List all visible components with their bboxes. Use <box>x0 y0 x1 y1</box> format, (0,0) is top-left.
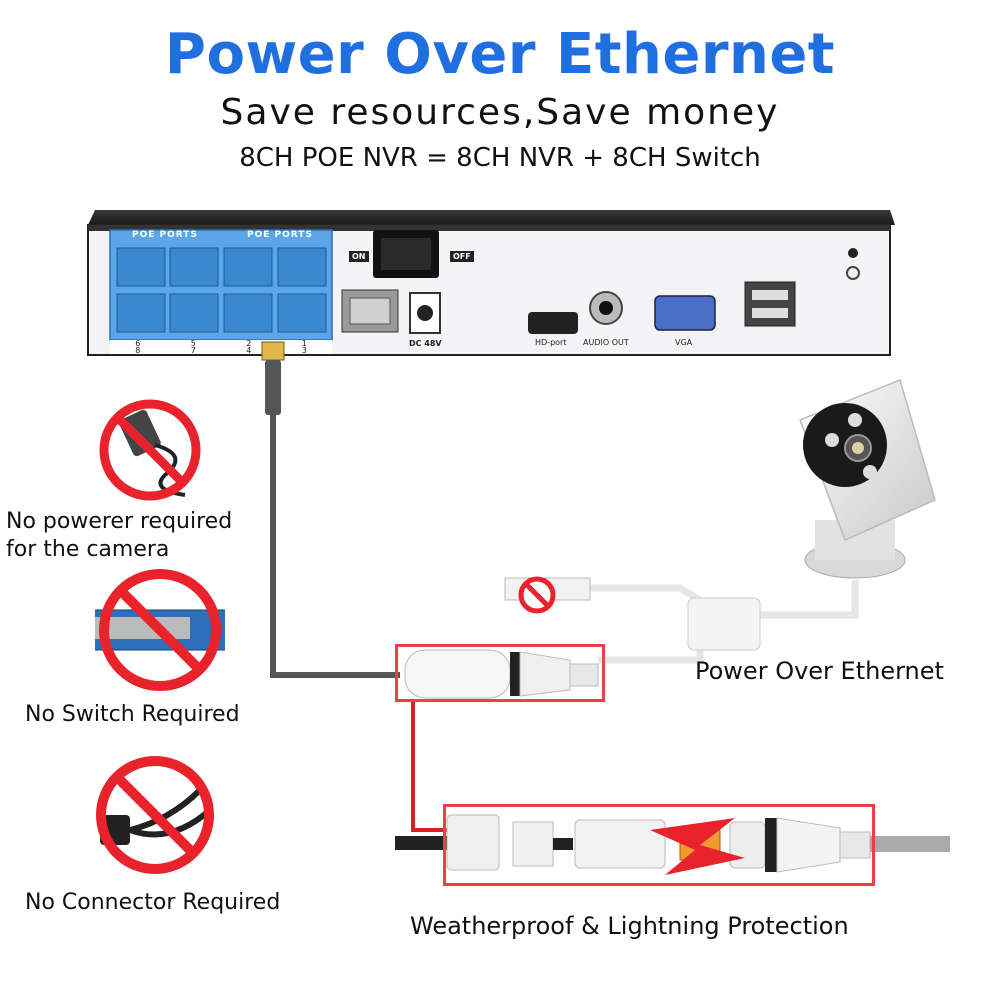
no-connector <box>90 750 220 880</box>
page-subtitle: Save resources,Save money <box>220 92 780 133</box>
poe-ports-label-right: POE PORTS <box>247 230 313 240</box>
no-connector-label: No Connector Required <box>25 890 281 915</box>
coupler-highlight-box <box>395 644 605 702</box>
weatherproof-assembly <box>395 814 950 875</box>
ethernet-cable <box>261 341 447 832</box>
no-power-adapter <box>95 395 205 505</box>
no-switch-label: No Switch Required <box>25 702 240 727</box>
no-switch <box>79 565 231 695</box>
poe-caption: Power Over Ethernet <box>695 657 944 685</box>
audio-out-label: AUDIO OUT <box>583 338 629 347</box>
poe-coupler <box>404 649 599 699</box>
no-power-text: No powerer required for the camera <box>6 509 233 562</box>
power-adapter-icon <box>99 399 201 501</box>
poe-ports-label-left: POE PORTS <box>132 230 198 240</box>
pigtail-splitter <box>687 597 761 651</box>
power-switch-off-label: OFF <box>450 251 474 262</box>
no-power-label: No powerer required for the camera <box>6 508 232 564</box>
formula-text: 8CH POE NVR = 8CH NVR + 8CH Switch <box>239 143 761 173</box>
dc-input-label: DC 48V <box>409 339 442 348</box>
protection-highlight-box <box>443 804 875 886</box>
power-switch-on-label: ON <box>349 251 369 262</box>
hdmi-port-label: HD-port <box>535 338 567 347</box>
protection-caption: Weatherproof & Lightning Protection <box>410 912 849 940</box>
nvr-device <box>87 210 895 356</box>
page-title: Power Over Ethernet <box>164 22 836 87</box>
vga-port-label: VGA <box>675 338 693 347</box>
poe-splitter-icon <box>96 756 214 874</box>
bullet-camera <box>799 378 936 579</box>
no-dc-power-icon <box>518 576 556 614</box>
network-switch-icon <box>79 569 231 691</box>
